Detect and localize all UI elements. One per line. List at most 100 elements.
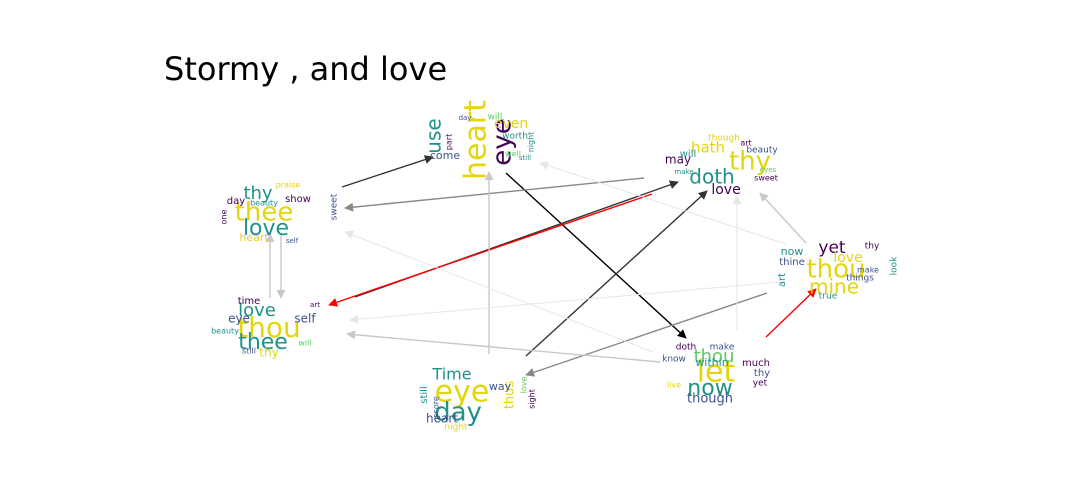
edge-heart-cloud-to-let-cloud xyxy=(505,172,687,339)
cloud-word: make xyxy=(857,266,879,275)
cloud-word: now xyxy=(687,376,732,401)
cloud-word: live xyxy=(667,381,681,390)
cloud-word: will xyxy=(488,113,503,123)
cloud-word: love xyxy=(520,377,529,394)
cloud-word: doth xyxy=(689,165,734,189)
edges-layer xyxy=(265,155,817,377)
edge-let-cloud-to-yet-cloud xyxy=(765,288,817,338)
cloud-word: sight xyxy=(528,389,537,409)
cloud-word: hath xyxy=(691,139,725,157)
cloud-word: thou xyxy=(237,311,301,344)
cloud-word: make xyxy=(674,168,693,176)
cloud-word: day xyxy=(227,196,245,207)
cloud-word: love xyxy=(833,250,862,266)
cloud-word: now xyxy=(781,245,804,258)
cloud-word: sweet xyxy=(754,174,778,183)
cloud-word: yet xyxy=(753,379,768,389)
cloud-word: thy xyxy=(754,368,770,379)
cloud-word: thee xyxy=(235,198,294,228)
edge-yet-cloud-to-eye-cloud xyxy=(525,292,768,377)
edge-yet-cloud-to-thy-cloud xyxy=(759,192,807,244)
cloud-word: Time xyxy=(431,365,471,384)
edge-let-cloud-to-thee-cloud xyxy=(344,230,654,353)
page-title: Stormy , and love xyxy=(164,50,448,88)
cloud-word: love xyxy=(238,300,276,321)
cloud-word: thee xyxy=(238,330,288,355)
cloud-word: thou xyxy=(694,346,735,367)
cloud-word: thine xyxy=(779,257,805,268)
cloud-word: even xyxy=(494,116,528,132)
cloud-word: doth xyxy=(676,343,696,353)
cloud-word: heart xyxy=(239,231,269,244)
cloud-word: within xyxy=(695,356,728,369)
cloud-word: beauty xyxy=(250,199,278,208)
cloud-word: thy xyxy=(729,147,771,177)
cloud-word: love xyxy=(711,182,740,198)
cloud-word: thus xyxy=(503,381,518,410)
cloud-word: heart xyxy=(459,100,494,180)
cloud-word: make xyxy=(710,343,735,353)
cloud-word: may xyxy=(665,153,691,167)
cloud-word: know xyxy=(662,355,686,365)
cloud-word: eyes xyxy=(760,166,777,174)
cloud-word: day xyxy=(459,114,472,122)
edge-thy-cloud-to-thee-cloud xyxy=(344,177,645,212)
cloud-word: though xyxy=(687,392,733,407)
cloud-word: way xyxy=(489,380,512,393)
cloud-word: eye xyxy=(228,312,250,326)
cloud-word: time xyxy=(238,296,261,307)
cloud-word: one xyxy=(220,209,229,224)
edge-thee-cloud-to-heart-cloud xyxy=(341,155,434,188)
cloud-word: still xyxy=(242,347,256,356)
cloud-word: self xyxy=(286,237,299,245)
cloud-word: much xyxy=(742,358,770,369)
cloud-word: eye xyxy=(488,118,518,165)
cloud-word: night xyxy=(444,423,468,433)
cloud-word: eye xyxy=(435,375,490,410)
cloud-word: mine xyxy=(809,275,859,299)
cloud-word: worth xyxy=(502,132,528,142)
cloud-word: true xyxy=(819,292,838,302)
cloud-word: come xyxy=(430,149,460,162)
cloud-word: score xyxy=(432,396,441,418)
edge-let-cloud-to-thou-left-cloud xyxy=(346,330,661,363)
cloud-word: part xyxy=(445,134,454,150)
cloud-word: beauty xyxy=(746,146,778,156)
cloud-word: art xyxy=(740,139,751,148)
edge-yet-cloud-to-heart-cloud xyxy=(539,161,787,245)
cloud-word: praise xyxy=(276,181,301,190)
cloud-word: let xyxy=(697,355,736,390)
edge-thy-cloud-to-thou-left-cloud xyxy=(328,193,653,307)
cloud-word: look xyxy=(890,256,900,276)
cloud-word: will xyxy=(680,149,697,160)
cloud-word: day xyxy=(434,398,482,428)
cloud-word: well xyxy=(505,150,521,159)
cloud-word: love xyxy=(243,216,289,241)
cloud-word: sweet xyxy=(330,193,340,220)
cloud-word: though xyxy=(708,134,740,144)
cloud-word: art xyxy=(777,273,788,287)
cloud-word: beauty xyxy=(211,327,239,336)
cloud-word: still xyxy=(519,154,531,162)
edge-yet-cloud-to-thou-left-cloud xyxy=(349,281,781,324)
cloud-word: still xyxy=(419,386,430,403)
cloud-word: heart xyxy=(426,412,458,426)
cloud-word: show xyxy=(285,194,311,205)
cloud-word: art xyxy=(310,301,320,309)
cloud-word: thy xyxy=(259,346,278,360)
cloud-word: thou xyxy=(806,255,865,285)
edge-eye-cloud-to-thy-cloud xyxy=(525,190,708,357)
cloud-word: yet xyxy=(818,238,846,258)
cloud-word: things xyxy=(846,274,874,284)
cloud-word: will xyxy=(298,339,311,348)
cloud-word: self xyxy=(294,312,316,326)
